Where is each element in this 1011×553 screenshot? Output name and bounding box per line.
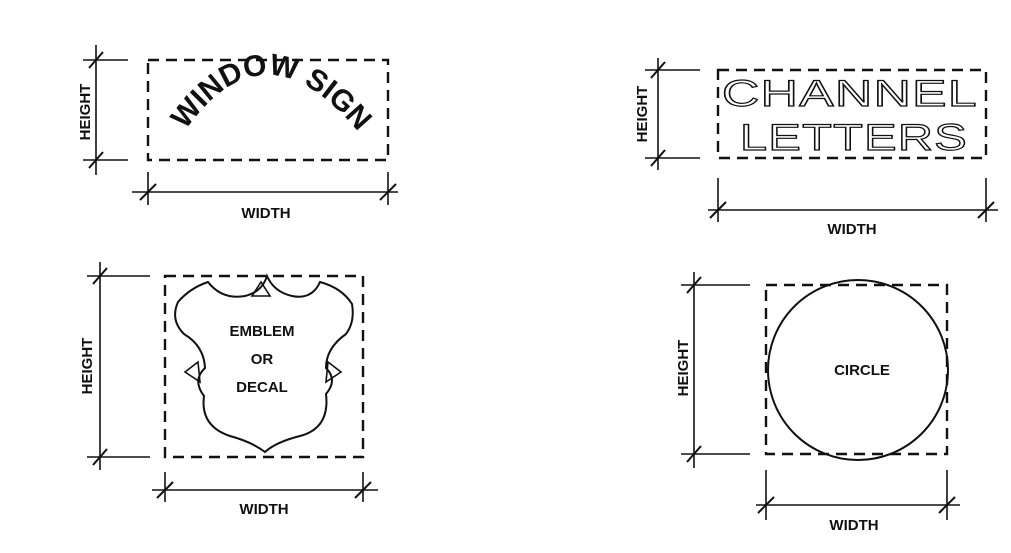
emblem-line1: EMBLEM	[230, 323, 295, 340]
channel-letters-line2: LETTERS	[740, 117, 968, 158]
channel-letters-height-dimension	[645, 58, 700, 170]
window-sign-width-dimension	[132, 172, 398, 205]
window-sign-width-label: WIDTH	[241, 205, 290, 222]
emblem-height-dimension	[87, 262, 150, 470]
emblem-bounding-box	[163, 274, 365, 459]
circle-width-dimension	[756, 470, 960, 520]
emblem-left-notch	[183, 360, 201, 384]
circle-height-dimension	[681, 272, 750, 468]
emblem-right-notch	[325, 360, 343, 384]
window-sign-height-dimension	[83, 45, 128, 175]
emblem-shape	[174, 273, 354, 454]
emblem-panel: EMBLEM OR DECAL HEIGHT WIDTH	[79, 262, 378, 518]
channel-letters-height-label: HEIGHT	[634, 86, 651, 143]
circle-bounding-box	[764, 283, 949, 456]
circle-panel: CIRCLE HEIGHT WIDTH	[675, 272, 960, 534]
window-sign-panel: WINDOW SIGN HEIGHT WIDTH	[77, 45, 398, 222]
circle-label: CIRCLE	[834, 362, 890, 379]
emblem-width-label: WIDTH	[239, 501, 288, 518]
channel-letters-bounding-box	[716, 68, 988, 160]
emblem-width-dimension	[152, 472, 378, 502]
circle-height-label: HEIGHT	[675, 340, 692, 397]
window-sign-text: WINDOW SIGN	[165, 48, 378, 136]
channel-letters-width-label: WIDTH	[827, 221, 876, 238]
channel-letters-line1: CHANNEL	[722, 73, 978, 114]
channel-letters-width-dimension	[708, 178, 998, 222]
circle-width-label: WIDTH	[829, 517, 878, 534]
emblem-line3: DECAL	[236, 379, 288, 396]
window-sign-bounding-box	[146, 58, 390, 162]
circle-shape	[767, 279, 949, 461]
window-sign-height-label: HEIGHT	[77, 84, 94, 141]
emblem-height-label: HEIGHT	[79, 338, 96, 395]
emblem-line2: OR	[251, 351, 274, 368]
emblem-top-notch	[250, 280, 272, 297]
channel-letters-panel: CHANNEL LETTERS HEIGHT WIDTH	[634, 58, 998, 238]
